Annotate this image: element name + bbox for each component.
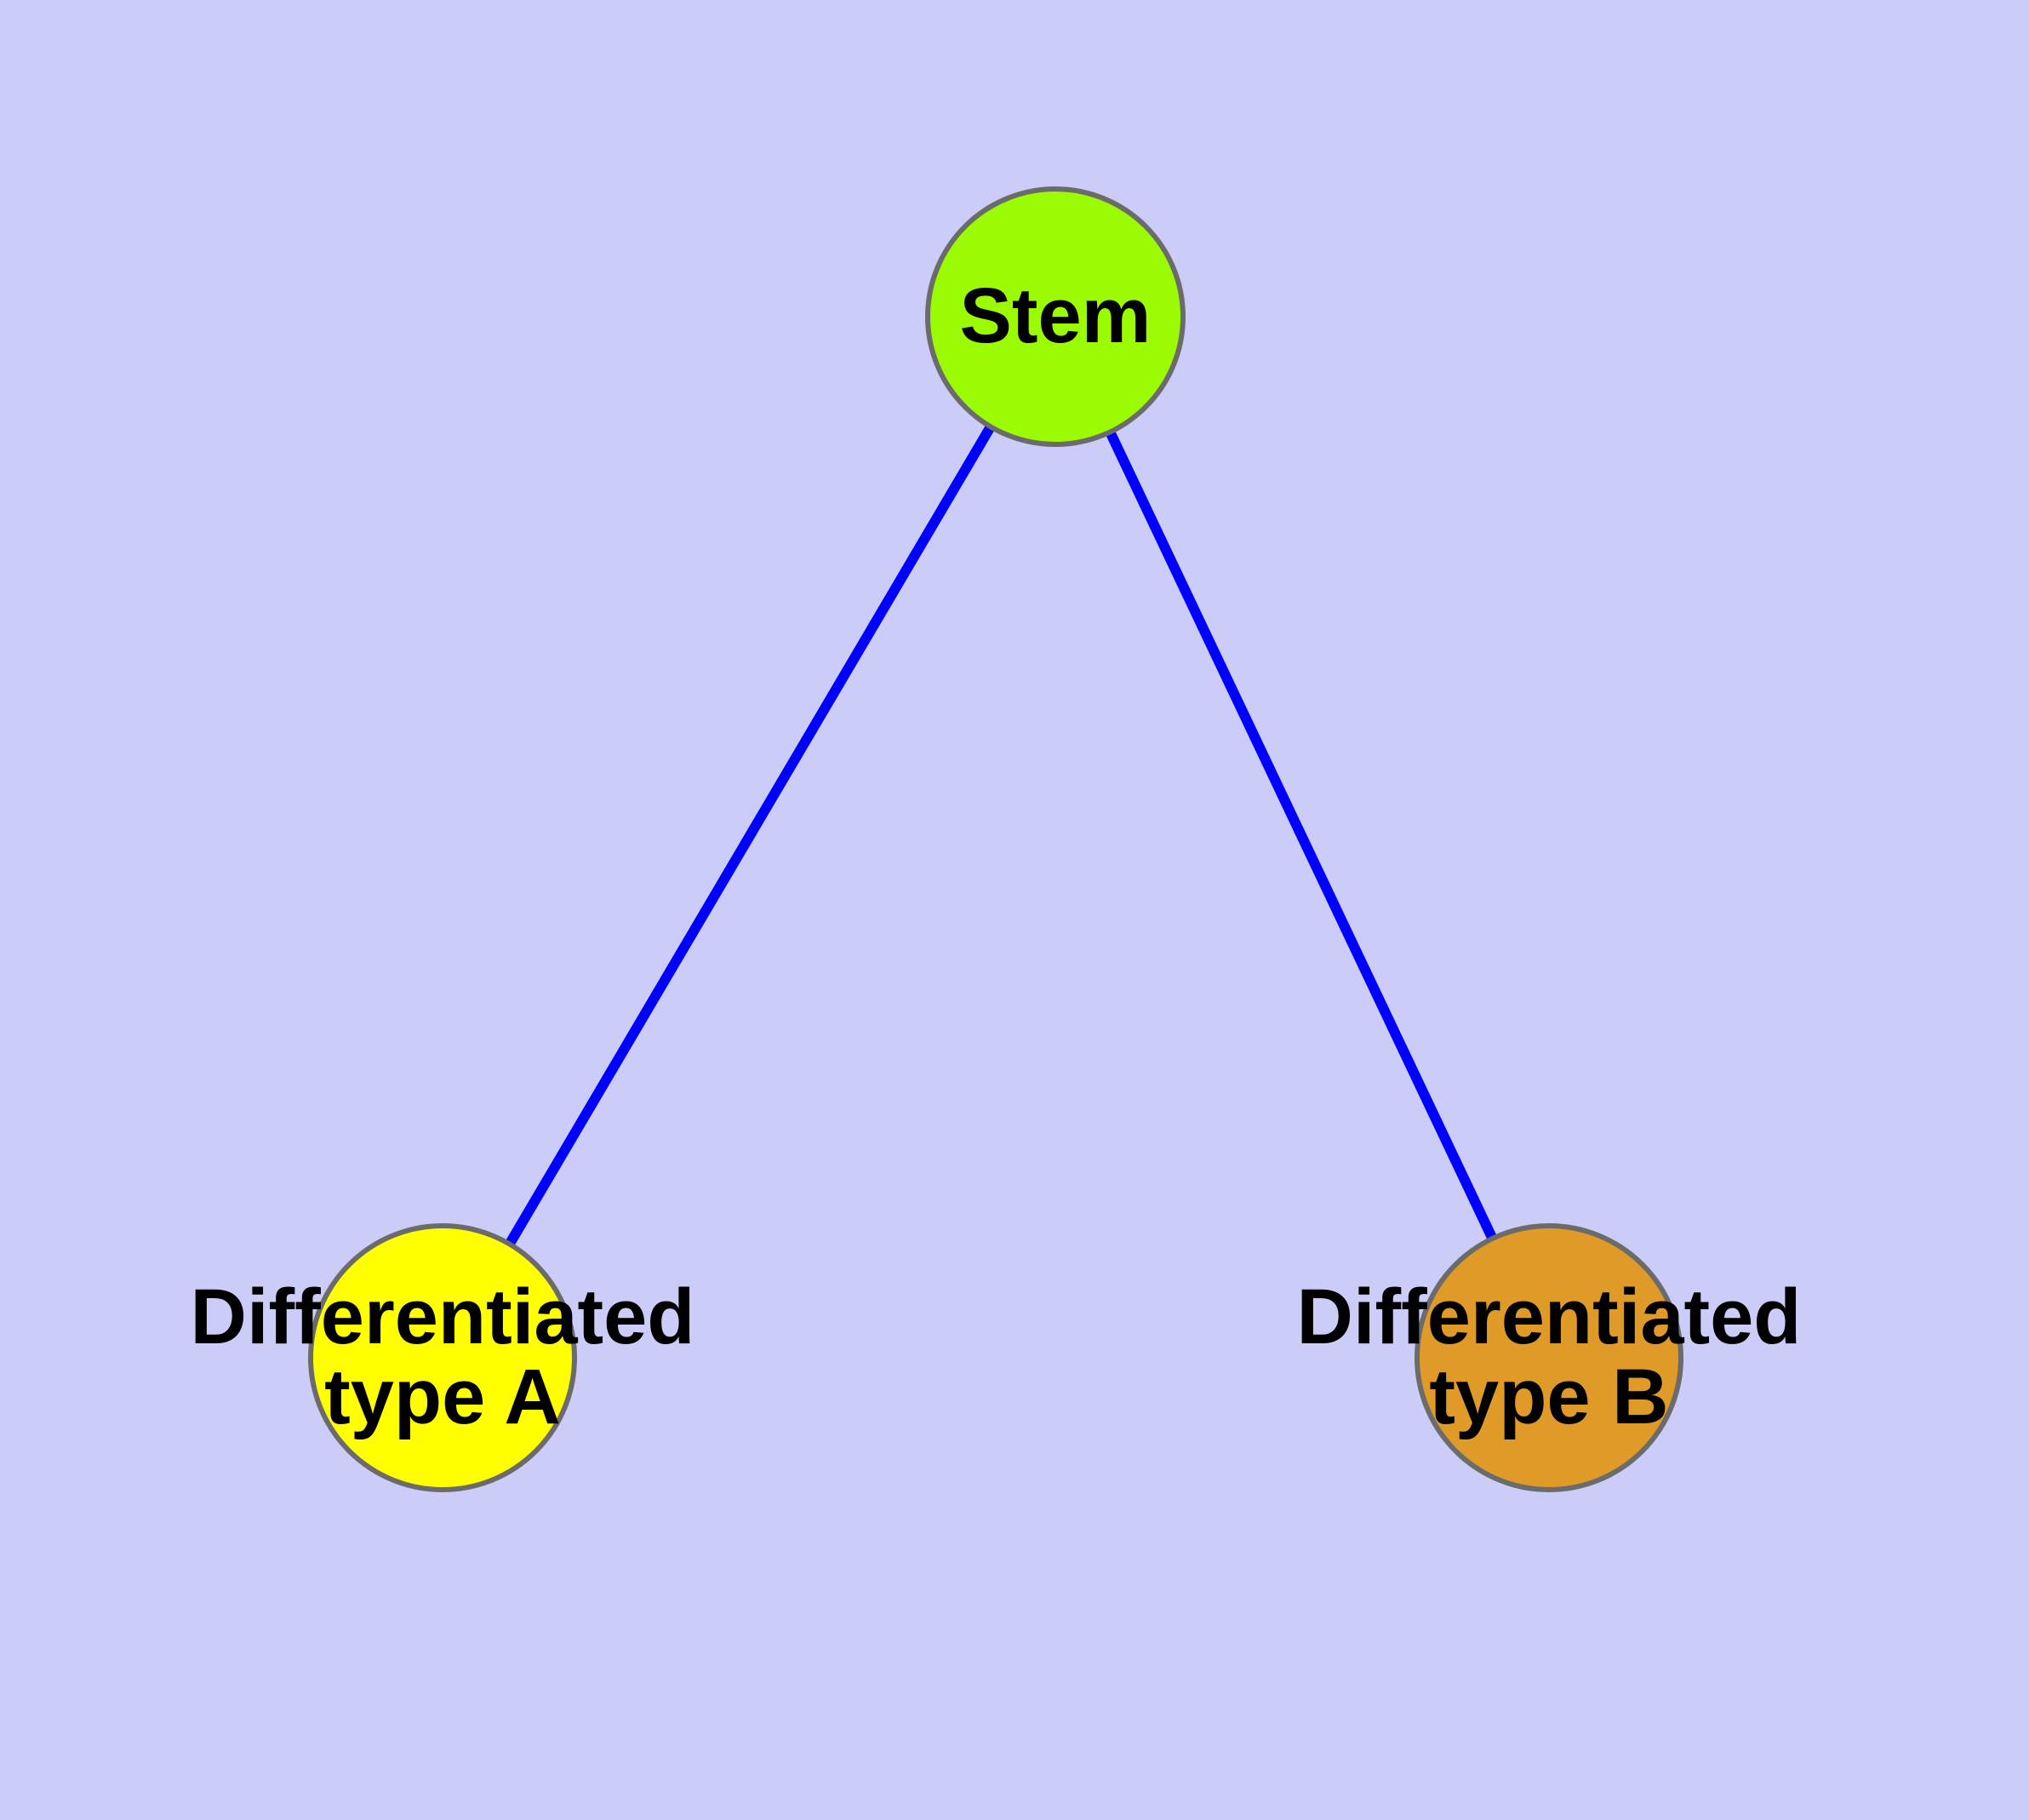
node-stem[interactable] — [925, 186, 1186, 447]
node-differentiated-type-a[interactable] — [308, 1223, 577, 1492]
edge-layer — [505, 424, 1498, 1247]
edge-stem-to-diff-b[interactable] — [1105, 429, 1498, 1241]
edge-stem-to-diff-a[interactable] — [505, 424, 996, 1247]
node-layer — [308, 186, 1683, 1492]
node-differentiated-type-b[interactable] — [1415, 1223, 1683, 1492]
